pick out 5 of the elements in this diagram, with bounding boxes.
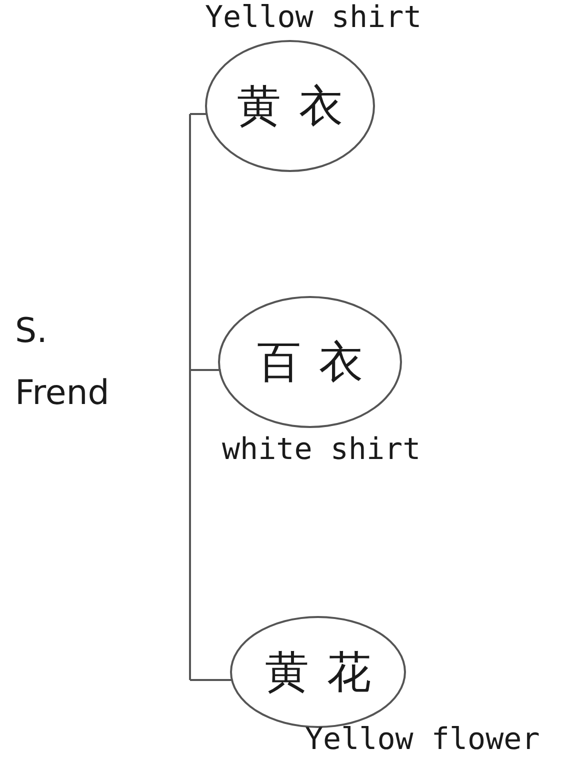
translation-label: white shirt bbox=[222, 432, 421, 467]
ellipse-node: 黄衣 bbox=[205, 40, 375, 172]
name-label: S. Frend bbox=[15, 310, 110, 415]
translation-label: Yellow shirt bbox=[205, 0, 422, 35]
ellipse-node: 百衣 bbox=[218, 296, 402, 428]
